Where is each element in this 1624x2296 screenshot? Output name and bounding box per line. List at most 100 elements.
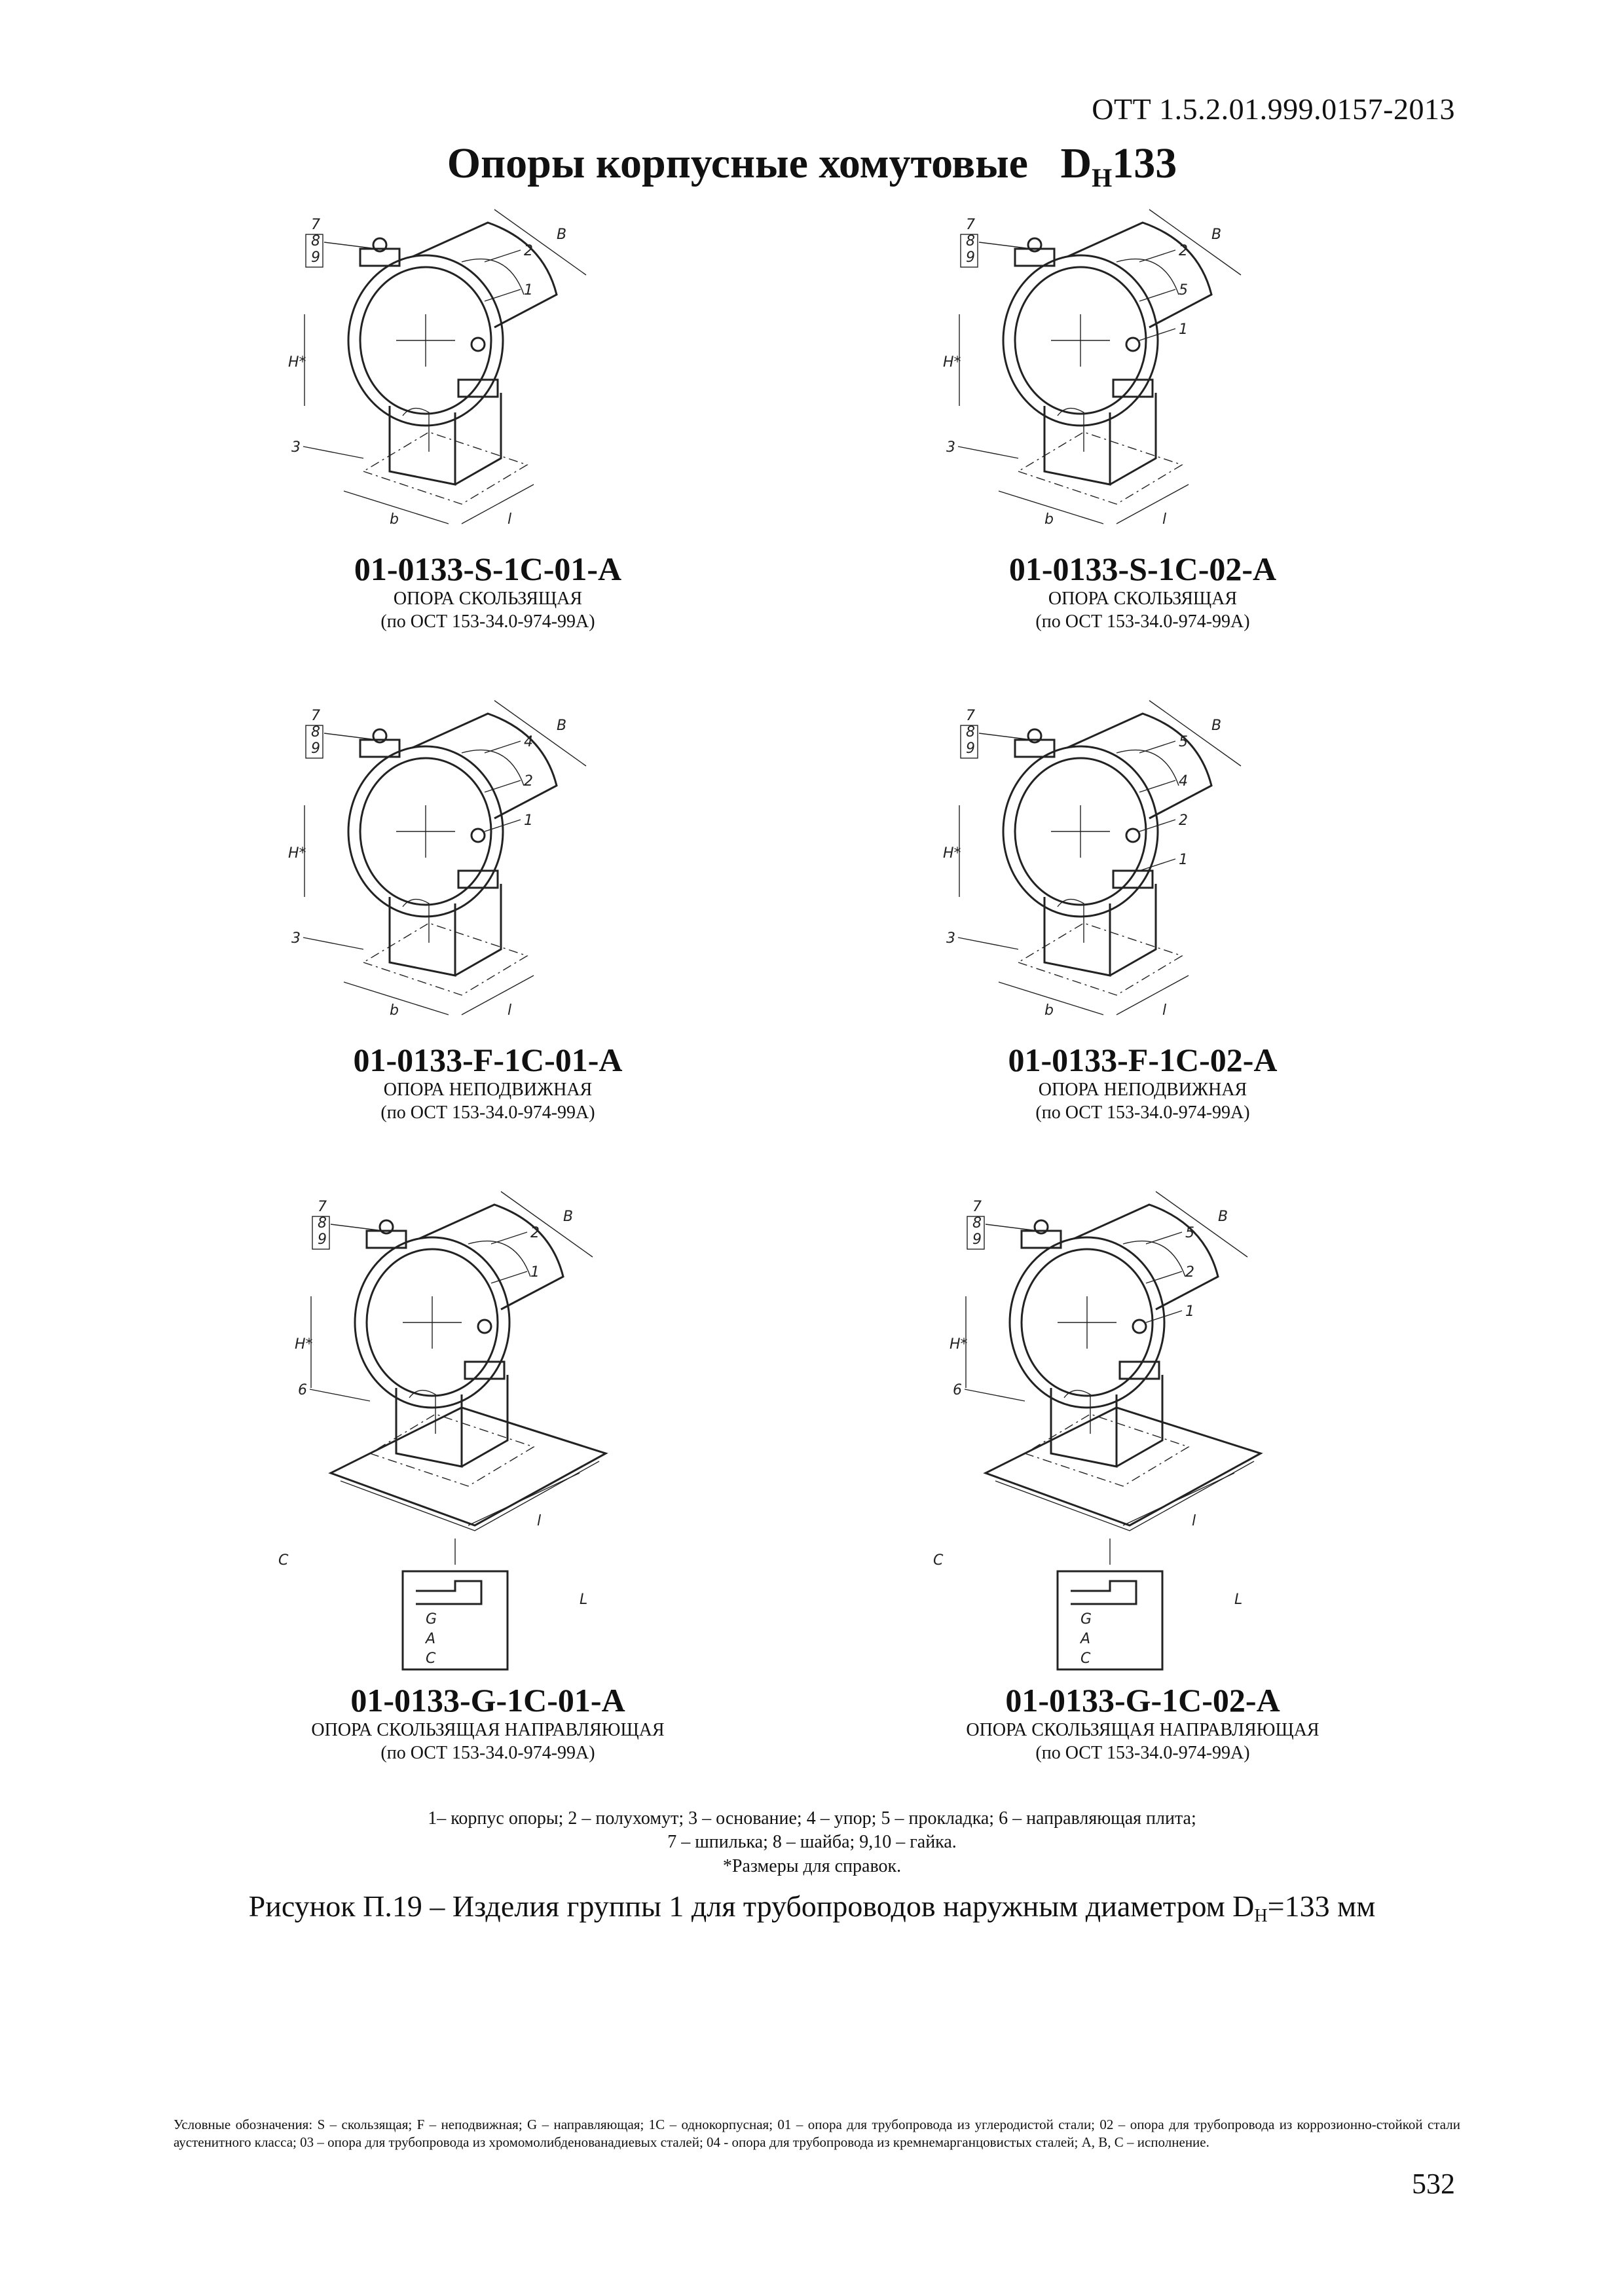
callout-label: 1 xyxy=(1179,852,1188,868)
dim-label: H* xyxy=(288,354,306,371)
callout-label: 7 xyxy=(966,708,975,724)
pipe-bore xyxy=(359,266,492,415)
callout-label: 2 xyxy=(530,1225,540,1241)
support-body xyxy=(1116,1375,1164,1468)
support-standard: (по ОСТ 153-34.0-974-99А) xyxy=(1035,611,1250,632)
dim-label: C xyxy=(933,1552,944,1569)
callout-label: 7 xyxy=(311,217,320,233)
callout-label: 2 xyxy=(1179,812,1188,829)
pipe-body xyxy=(412,712,558,820)
support-body xyxy=(388,897,456,977)
callout-label: 4 xyxy=(1179,773,1188,790)
support-code: 01-0133-G-1C-01-A xyxy=(350,1682,625,1719)
dim-line xyxy=(494,700,587,767)
callout-label: 3 xyxy=(946,439,955,456)
callout-leader xyxy=(978,733,1032,740)
callout-label: 9 xyxy=(311,740,320,757)
support-name: ОПОРА НЕПОДВИЖНАЯ xyxy=(383,1080,593,1100)
callout-leader xyxy=(1139,289,1176,302)
callout-box xyxy=(967,1216,985,1250)
callout-label: 8 xyxy=(966,724,975,740)
dim-label: H* xyxy=(943,354,961,371)
legend: 1– корпус опоры; 2 – полухомут; 3 – осно… xyxy=(0,1807,1624,1878)
title-subscript: H xyxy=(1092,163,1113,192)
callout-label: 6 xyxy=(953,1382,962,1398)
callout-leader xyxy=(323,733,377,740)
support-standard: (по ОСТ 153-34.0-974-99А) xyxy=(1035,1743,1250,1763)
callout-label: 1 xyxy=(1179,321,1188,338)
callout-label: 8 xyxy=(311,233,320,249)
support-code: 01-0133-F-1C-01-A xyxy=(353,1042,623,1078)
dim-line xyxy=(998,490,1104,524)
support-body xyxy=(395,1388,463,1468)
dim-line xyxy=(500,1191,593,1258)
base-plate xyxy=(369,1413,535,1487)
dim-line xyxy=(461,484,534,524)
dim-label: H* xyxy=(950,1336,968,1353)
support-code: 01-0133-G-1C-02-A xyxy=(1005,1682,1280,1719)
legend-line: 7 – шпилька; 8 – шайба; 9,10 – гайка. xyxy=(667,1832,957,1853)
dim-label: A xyxy=(424,1631,435,1647)
dim-label: B xyxy=(1211,718,1221,734)
callout-label: 1 xyxy=(524,282,533,299)
clamp-ear xyxy=(1112,869,1154,889)
nut xyxy=(1125,337,1141,352)
support-standard: (по ОСТ 153-34.0-974-99А) xyxy=(380,611,595,632)
dim-line xyxy=(1116,484,1189,524)
dim-line xyxy=(343,981,449,1015)
nut xyxy=(372,728,388,744)
base-plate xyxy=(362,431,528,505)
dim-label: l xyxy=(1162,1002,1166,1019)
clamp-band xyxy=(1116,258,1179,295)
document-code: ОТТ 1.5.2.01.999.0157-2013 xyxy=(1092,92,1455,126)
dim-line xyxy=(461,975,534,1015)
callout-leader xyxy=(484,249,521,263)
callout-leader xyxy=(957,446,1019,459)
support-code: 01-0133-S-1C-02-A xyxy=(1008,551,1277,587)
dim-label: C xyxy=(278,1552,289,1569)
pipe-body xyxy=(418,1203,564,1311)
title-d: D xyxy=(1060,139,1092,187)
nut xyxy=(477,1319,492,1334)
caption-tail: =133 мм xyxy=(1267,1889,1376,1923)
base-plate xyxy=(1017,431,1183,505)
support-standard: (по ОСТ 153-34.0-974-99А) xyxy=(1035,1102,1250,1123)
callout-leader xyxy=(330,1224,384,1231)
support-name: ОПОРА СКОЛЬЗЯЩАЯ НАПРАВЛЯЮЩАЯ xyxy=(311,1720,665,1740)
clamp-band xyxy=(461,749,525,786)
dim-label: l xyxy=(1162,511,1166,528)
pipe-end xyxy=(1002,745,1159,918)
callout-box xyxy=(305,234,323,268)
support-body xyxy=(454,393,502,486)
callout-leader xyxy=(309,1389,371,1402)
callout-label: 3 xyxy=(946,930,955,947)
callout-leader xyxy=(303,446,364,459)
callout-label: 9 xyxy=(972,1231,982,1248)
callout-label: 3 xyxy=(291,930,301,947)
callout-label: 5 xyxy=(1185,1225,1194,1241)
callout-leader xyxy=(490,1231,528,1245)
support-cutout xyxy=(402,898,430,943)
callout-leader xyxy=(323,242,377,249)
support-name: ОПОРА СКОЛЬЗЯЩАЯ xyxy=(1048,589,1238,609)
callout-label: 9 xyxy=(966,740,975,757)
support-cutout xyxy=(409,1389,436,1434)
dim-label: G xyxy=(1080,1611,1092,1628)
dim-label: B xyxy=(563,1209,573,1225)
nut xyxy=(372,237,388,253)
detail-frame xyxy=(1056,1570,1164,1671)
pipe-bore xyxy=(1014,757,1147,906)
dim-label: b xyxy=(390,1002,399,1019)
callout-label: 9 xyxy=(311,249,320,266)
callout-label: 6 xyxy=(298,1382,307,1398)
nut xyxy=(1132,1319,1147,1334)
support-name: ОПОРА СКОЛЬЗЯЩАЯ НАПРАВЛЯЮЩАЯ xyxy=(966,1720,1320,1740)
callout-leader xyxy=(1139,328,1176,341)
support-body xyxy=(454,884,502,977)
